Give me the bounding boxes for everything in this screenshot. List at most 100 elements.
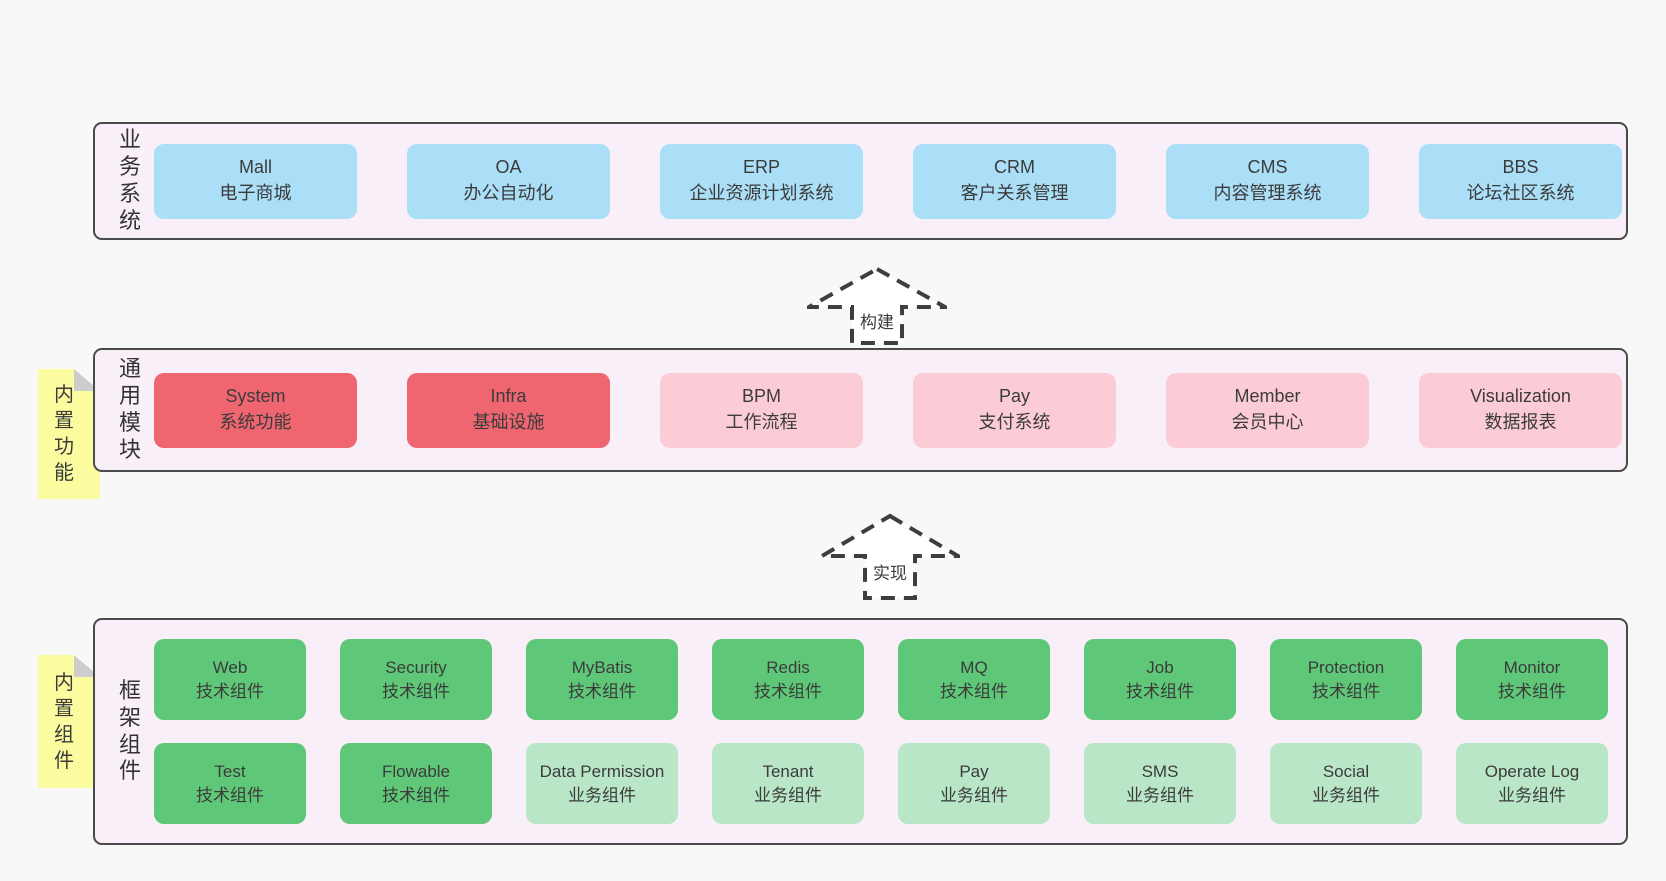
box-subtitle: 技术组件 <box>754 681 822 701</box>
box-infra: Infra 基础设施 <box>407 372 610 448</box>
box-subtitle: 业务组件 <box>1312 785 1380 805</box>
box-subtitle: 支付系统 <box>978 412 1051 432</box>
box-title: OA <box>495 157 522 178</box>
box-subtitle: 业务组件 <box>1498 785 1566 805</box>
box-title: Mall <box>238 157 272 178</box>
arrow-implement-label: 实现 <box>870 559 910 584</box>
box-crm: CRM 客户关系管理 <box>913 143 1116 219</box>
box-subtitle: 技术组件 <box>1498 681 1566 701</box>
box-title: Redis <box>766 657 810 677</box>
box-title: MQ <box>960 657 988 677</box>
sticky-note-builtin-features: 内置功能 <box>38 369 100 499</box>
box-title: Pay <box>959 761 989 781</box>
layer-label-business-systems: 业务系统 <box>118 127 141 233</box>
box-subtitle: 内容管理系统 <box>1213 183 1322 203</box>
box-title: Member <box>1234 386 1301 407</box>
arrow-implement: 实现 <box>820 513 960 601</box>
box-oa: OA 办公自动化 <box>407 143 610 219</box>
box-mq: MQ 技术组件 <box>898 639 1050 720</box>
up-arrow-icon <box>820 513 960 600</box>
box-subtitle: 办公自动化 <box>463 183 554 203</box>
box-title: Social <box>1322 761 1370 781</box>
box-data-permission: Data Permission 业务组件 <box>526 743 678 824</box>
box-subtitle: 业务组件 <box>1126 785 1194 805</box>
box-title: Tenant <box>762 761 814 781</box>
box-title: Protection <box>1307 657 1385 677</box>
box-subtitle: 技术组件 <box>196 785 264 805</box>
box-title: BBS <box>1502 157 1539 178</box>
box-subtitle: 技术组件 <box>940 681 1008 701</box>
box-subtitle: 电子商城 <box>219 183 292 203</box>
box-operate-log: Operate Log 业务组件 <box>1456 743 1608 824</box>
box-erp: ERP 企业资源计划系统 <box>660 143 863 219</box>
box-subtitle: 系统功能 <box>219 412 292 432</box>
box-social: Social 业务组件 <box>1270 743 1422 824</box>
box-title: Monitor <box>1503 657 1561 677</box>
box-title: Operate Log <box>1484 761 1580 781</box>
box-title: SMS <box>1141 761 1179 781</box>
box-subtitle: 技术组件 <box>568 681 636 701</box>
box-subtitle: 业务组件 <box>754 785 822 805</box>
box-redis: Redis 技术组件 <box>712 639 864 720</box>
box-subtitle: 客户关系管理 <box>960 183 1069 203</box>
layer-label-framework-components: 框架组件 <box>118 677 141 784</box>
box-web: Web 技术组件 <box>154 639 306 720</box>
box-title: Security <box>385 657 447 677</box>
box-subtitle: 工作流程 <box>725 412 798 432</box>
arrow-build-label: 构建 <box>857 308 897 333</box>
box-protection: Protection 技术组件 <box>1270 639 1422 720</box>
box-visualization: Visualization 数据报表 <box>1419 372 1622 448</box>
box-title: Job <box>1146 657 1174 677</box>
box-title: BPM <box>741 386 781 407</box>
box-job: Job 技术组件 <box>1084 639 1236 720</box>
box-subtitle: 企业资源计划系统 <box>689 183 834 203</box>
box-subtitle: 数据报表 <box>1484 412 1557 432</box>
box-mall: Mall 电子商城 <box>154 143 357 219</box>
box-title: Infra <box>490 386 527 407</box>
box-subtitle: 技术组件 <box>382 681 450 701</box>
box-title: Data Permission <box>539 761 665 781</box>
box-title: ERP <box>742 157 780 178</box>
box-title: Flowable <box>381 761 451 781</box>
box-monitor: Monitor 技术组件 <box>1456 639 1608 720</box>
box-pay: Pay 支付系统 <box>913 372 1116 448</box>
box-subtitle: 论坛社区系统 <box>1466 183 1575 203</box>
box-flowable: Flowable 技术组件 <box>340 743 492 824</box>
layer-business-systems: 业务系统 Mall 电子商城 OA 办公自动化 ERP 企业资源计划系统 CRM 客户关系管理… <box>93 122 1628 240</box>
box-subtitle: 会员中心 <box>1231 412 1304 432</box>
box-title: CMS <box>1247 157 1288 178</box>
box-title: Test <box>214 761 246 781</box>
box-subtitle: 业务组件 <box>568 785 636 805</box>
box-title: MyBatis <box>571 657 633 677</box>
box-title: Pay <box>998 386 1031 407</box>
box-mybatis: MyBatis 技术组件 <box>526 639 678 720</box>
box-subtitle: 技术组件 <box>1126 681 1194 701</box>
box-tenant: Tenant 业务组件 <box>712 743 864 824</box>
box-subtitle: 技术组件 <box>196 681 264 701</box>
box-member: Member 会员中心 <box>1166 372 1369 448</box>
box-bpm: BPM 工作流程 <box>660 372 863 448</box>
box-title: Web <box>212 657 248 677</box>
box-title: Visualization <box>1470 386 1571 407</box>
arrow-build: 构建 <box>807 266 947 346</box>
box-subtitle: 技术组件 <box>1312 681 1380 701</box>
layer-label-common-modules: 通用模块 <box>118 356 141 462</box>
box-security: Security 技术组件 <box>340 639 492 720</box>
box-sms: SMS 业务组件 <box>1084 743 1236 824</box>
box-bbs: BBS 论坛社区系统 <box>1419 143 1622 219</box>
box-subtitle: 基础设施 <box>472 412 545 432</box>
box-title: CRM <box>994 157 1035 178</box>
sticky-note-text: 内置功能 <box>54 384 74 484</box>
box-cms: CMS 内容管理系统 <box>1166 143 1369 219</box>
box-row-business-systems: Mall 电子商城 OA 办公自动化 ERP 企业资源计划系统 CRM 客户关系管理 CMS 内容… <box>154 143 1622 219</box>
box-subtitle: 技术组件 <box>382 785 450 805</box>
